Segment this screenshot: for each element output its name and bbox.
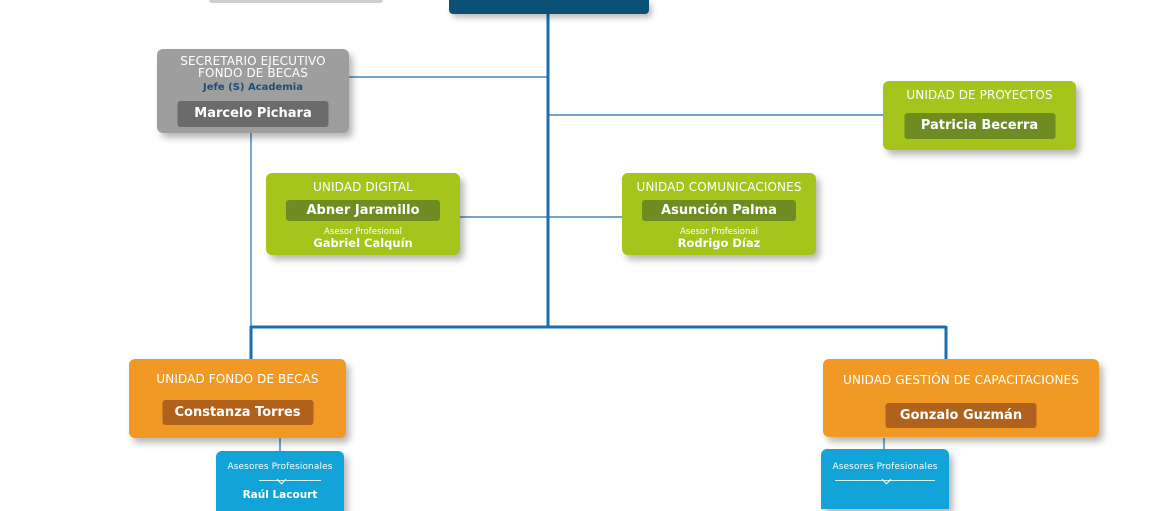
divider-line	[835, 480, 935, 481]
secretario-name: Marcelo Pichara	[177, 101, 329, 127]
chevron-down-icon	[276, 474, 287, 485]
secretario-title-line2: FONDO DE BECAS	[198, 66, 308, 80]
unidad-proyectos-box: UNIDAD DE PROYECTOS Patricia Becerra	[883, 81, 1076, 150]
comunicaciones-advisor-label: Asesor Profesional	[680, 227, 758, 237]
comunicaciones-title: UNIDAD COMUNICACIONES	[636, 180, 802, 194]
capacitaciones-title: UNIDAD GESTIÓN DE CAPACITACIONES	[843, 373, 1079, 387]
capacitaciones-name: Gonzalo Guzmán	[885, 403, 1037, 428]
fondo-becas-advisor-name: Raúl Lacourt	[242, 489, 318, 501]
secretario-role: Jefe (S) Academia	[203, 82, 303, 93]
comunicaciones-name: Asunción Palma	[642, 200, 796, 221]
unidad-comunicaciones-box: UNIDAD COMUNICACIONES Asunción Palma Ase…	[622, 173, 816, 255]
fondo-becas-advisors-box: Asesores Profesionales Raúl Lacourt	[216, 451, 344, 511]
unidad-digital-box: UNIDAD DIGITAL Abner Jaramillo Asesor Pr…	[266, 173, 460, 255]
fondo-becas-name: Constanza Torres	[162, 400, 313, 425]
digital-advisor-name: Gabriel Calquín	[313, 236, 413, 250]
connector-lines	[249, 14, 948, 452]
digital-name: Abner Jaramillo	[286, 200, 440, 221]
secretario-ejecutivo-box: SECRETARIO EJECUTIVO FONDO DE BECAS Jefe…	[157, 49, 349, 133]
secretario-title-line1: SECRETARIO EJECUTIVO	[180, 54, 326, 68]
comunicaciones-advisor-name: Rodrigo Díaz	[677, 236, 761, 250]
divider-line	[259, 480, 321, 481]
capacitaciones-advisors-label: Asesores Profesionales	[832, 462, 938, 472]
unidad-fondo-becas-box: UNIDAD FONDO DE BECAS Constanza Torres	[129, 359, 346, 438]
capacitaciones-advisors-box: Asesores Profesionales	[821, 449, 949, 509]
digital-title: UNIDAD DIGITAL	[313, 180, 413, 194]
digital-advisor-label: Asesor Profesional	[324, 227, 402, 237]
fondo-becas-advisors-label: Asesores Profesionales	[227, 462, 333, 472]
chevron-down-icon	[881, 474, 892, 485]
fondo-becas-title: UNIDAD FONDO DE BECAS	[156, 372, 319, 386]
unidad-capacitaciones-box: UNIDAD GESTIÓN DE CAPACITACIONES Gonzalo…	[823, 359, 1099, 437]
director-box-fragment	[449, 0, 649, 14]
proyectos-title: UNIDAD DE PROYECTOS	[906, 88, 1053, 102]
proyectos-name: Patricia Becerra	[904, 113, 1055, 139]
top-left-box-fragment	[209, 0, 383, 3]
